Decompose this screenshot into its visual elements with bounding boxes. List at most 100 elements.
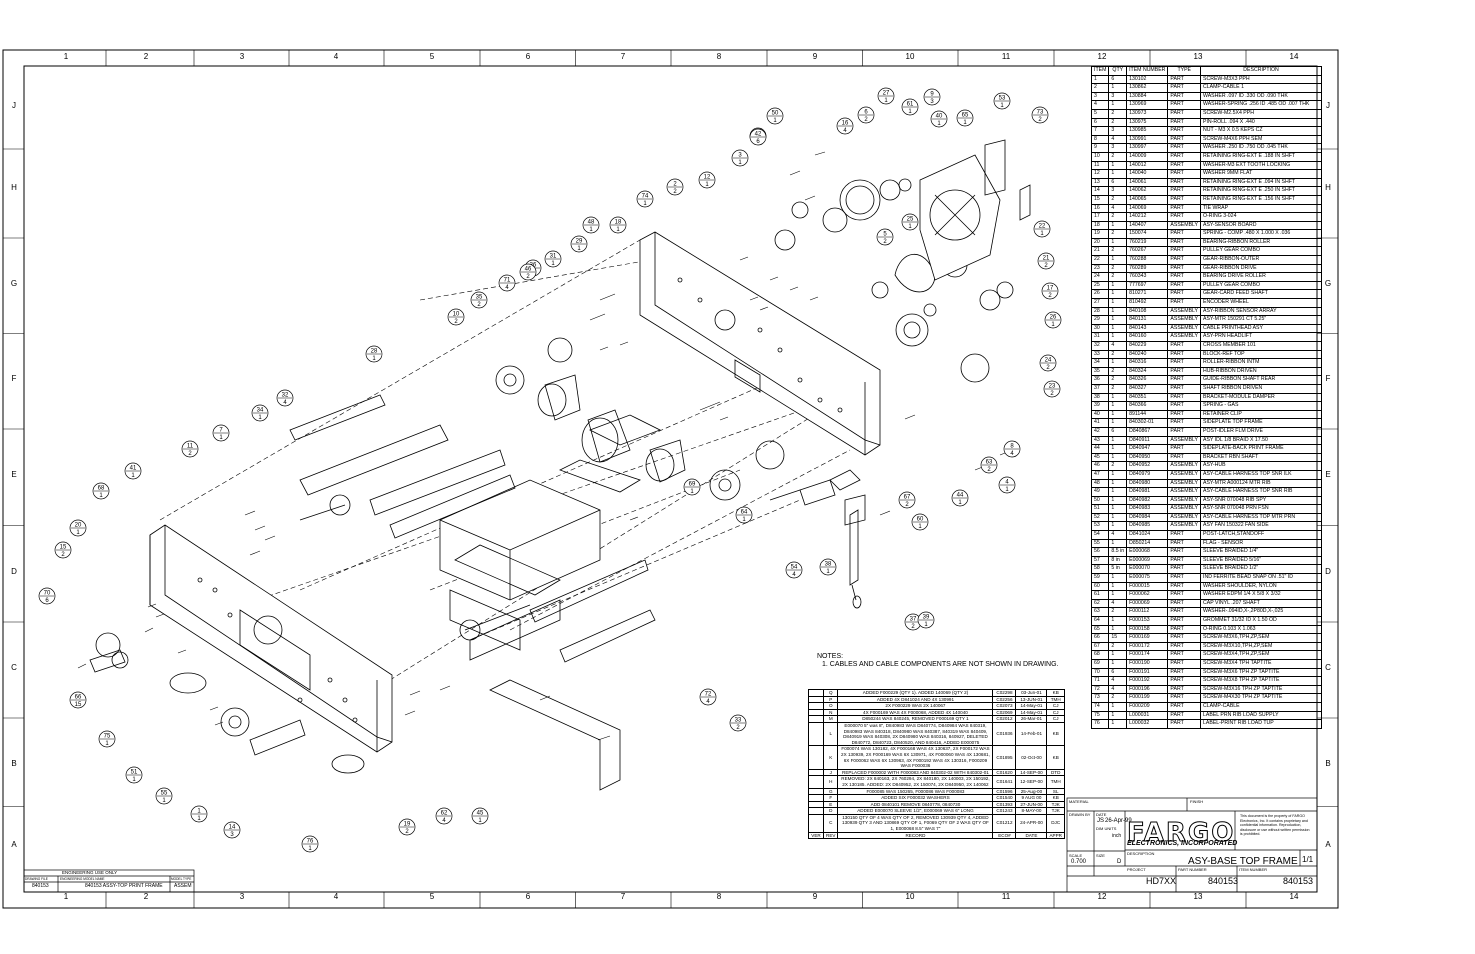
balloon-item-number: 39 (923, 615, 930, 621)
balloon-qty: 2 (1046, 365, 1050, 371)
revision-eco: C01393 (992, 800, 1017, 809)
bom-item: 48 (1090, 478, 1110, 489)
balloon-qty: 2 (61, 552, 65, 558)
bom-item: 11 (1090, 160, 1110, 171)
revision-appr: DTD (1046, 768, 1065, 777)
balloon-item-number: 64 (741, 510, 748, 516)
balloon-item-72: 724 (699, 688, 717, 706)
bom-type: PART (1167, 676, 1202, 686)
bom-description: SCREW-M3X6,TPH,ZP,SEM (1200, 633, 1323, 643)
bom-item-number: F000192 (1126, 676, 1169, 686)
bom-qty: 1 (1108, 658, 1128, 669)
bom-item: 49 (1090, 487, 1110, 497)
bom-item-number: 840131 (1126, 315, 1169, 325)
bom-item-number: 810492 (1126, 298, 1169, 308)
balloon-item-number: 8 (1010, 444, 1014, 450)
revision-eco: C01212 (992, 813, 1017, 833)
bom-qty: 1 (1108, 650, 1128, 660)
zone-row-label: A (1325, 840, 1331, 849)
balloon-qty: 1 (372, 356, 376, 362)
balloon-item-2: 22 (666, 178, 684, 196)
bom-description: ENCODER WHEEL (1200, 298, 1323, 308)
bom-item: 4 (1090, 100, 1110, 110)
balloon-qty: 1 (76, 530, 80, 536)
bom-item: 46 (1090, 461, 1110, 471)
revision-date: 14-May-01 (1015, 708, 1048, 717)
revision-rev: G (822, 787, 839, 796)
title-block-lines (23, 797, 1318, 893)
balloon-item-number: 76 (307, 839, 314, 845)
zone-column-label: 2 (144, 52, 149, 61)
bom-item-number: F000196 (1126, 684, 1169, 695)
bom-type: ASSEMBLY (1167, 220, 1202, 231)
revision-appr: TJK (1046, 807, 1065, 815)
bom-description: SCREW-M3X16 TPH ZP TAPTITE (1200, 684, 1323, 695)
bom-type: PART (1167, 684, 1202, 695)
bom-qty: 1 (1108, 409, 1128, 420)
bom-item: 61 (1090, 590, 1110, 600)
balloon-item-number: 40 (936, 114, 943, 120)
balloon-qty: 1 (773, 118, 777, 124)
bom-description: ASY-CABLE HARNESS TOP SNR RIB (1200, 487, 1323, 497)
bom-item: 19 (1090, 229, 1110, 239)
balloon-item-22: 221 (1033, 220, 1051, 238)
bom-qty: 1 (1108, 306, 1128, 317)
bom-description: SCREW-M3X8 TPH ZP TAPTITE (1200, 676, 1323, 686)
revision-rev: M (822, 715, 839, 723)
bom-item: 66 (1090, 633, 1110, 643)
model-type-value: ASSEM (174, 883, 192, 889)
balloon-qty: 1 (963, 120, 967, 126)
zone-row-label: D (11, 567, 17, 576)
rev-header-ver: VER (808, 831, 824, 840)
balloon-item-3: 31 (731, 149, 749, 167)
bom-item-number: L000032 (1126, 719, 1169, 729)
bom-type: PART (1167, 418, 1202, 428)
bom-description: RETAINING RING-EXT E .250 IN SHFT (1200, 186, 1323, 196)
bom-qty: 2 (1108, 693, 1128, 703)
revision-eco: C01620 (992, 768, 1017, 777)
bom-description: LABEL-PRINT RIB LOAD TUP (1200, 719, 1323, 729)
bom-type: PART (1167, 710, 1202, 721)
rev-header-appr: APPR (1046, 831, 1065, 840)
balloon-qty: 1 (884, 98, 888, 104)
bom-type: ASSEMBLY (1167, 461, 1202, 471)
bom-item-number: 840229 (1126, 341, 1169, 351)
revision-eco: C01596 (992, 787, 1017, 796)
bom-item-number: 840324 (1126, 366, 1169, 377)
bom-item: 2 (1090, 83, 1110, 93)
balloon-item-18: 181 (609, 216, 627, 234)
bom-description: ASY-SENSOR BOARD (1200, 220, 1323, 231)
drawing-file-label: DRAWING FILE (25, 877, 48, 881)
revision-header-row: VER REV RECORD ECO# DATE APPR (808, 831, 1065, 840)
revision-date: 14-Feb-01 (1015, 721, 1048, 747)
balloon-item-44: 441 (951, 489, 969, 507)
zone-column-label: 14 (1290, 52, 1299, 61)
balloon-item-number: 5 (883, 232, 887, 238)
balloon-item-62: 624 (435, 807, 453, 825)
bom-description: BEARING-RIBBON ROLLER (1200, 237, 1323, 248)
bom-description: SLEEVE BRAIDED 5/16" (1200, 555, 1323, 566)
balloon-item-68: 681 (92, 482, 110, 500)
zone-column-label: 5 (430, 892, 435, 901)
bom-type: ASSEMBLY (1167, 495, 1202, 506)
engineering-use-title: ENGINEERING USE ONLY (62, 870, 118, 875)
revision-rev: D (822, 807, 839, 815)
bom-description: SCREW-M2.5X4 PPH (1200, 108, 1323, 119)
balloon-qty: 2 (673, 189, 677, 195)
revision-eco: C02012 (992, 715, 1017, 723)
company-name: ELECTRONICS, INCORPORATED (1127, 840, 1238, 847)
bom-item-number: 140061 (1126, 177, 1169, 188)
bom-item-number: F000153 (1126, 616, 1169, 626)
balloon-item-number: 28 (371, 349, 378, 355)
balloon-item-33: 332 (729, 714, 747, 732)
revision-rev: Q (822, 689, 839, 697)
bom-item: 75 (1090, 710, 1110, 721)
